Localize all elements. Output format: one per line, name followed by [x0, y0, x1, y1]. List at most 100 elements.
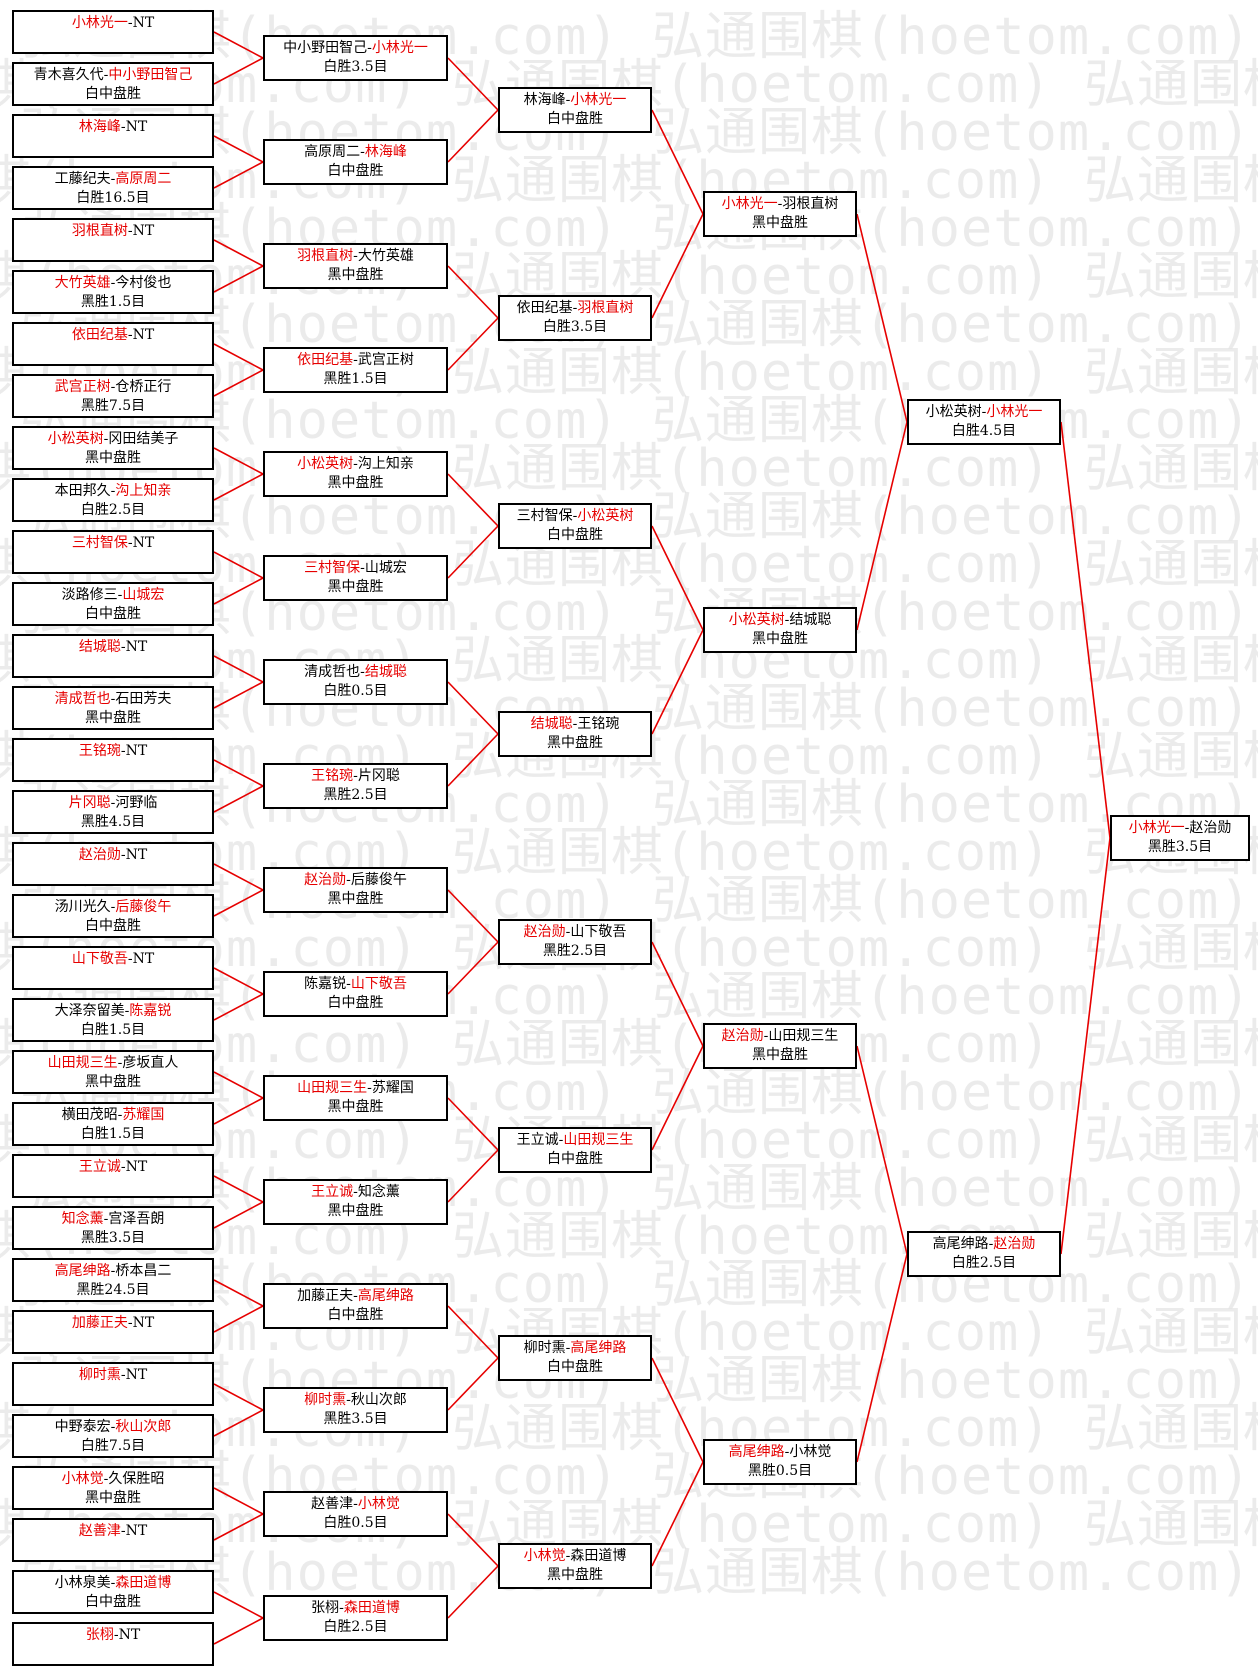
player-separator: - [127, 535, 133, 551]
match-result: 白中盘胜 [327, 995, 384, 1011]
match-players: 柳时熏-秋山次郎 [265, 1391, 446, 1410]
player-separator: - [777, 196, 783, 212]
bracket-connector [213, 1383, 264, 1411]
match-players: 陈嘉锐-山下敬吾 [265, 975, 446, 994]
player-white: 赵治勋 [993, 1236, 1036, 1252]
player-white: 陈嘉锐 [129, 1003, 172, 1019]
match-result: 白中盘胜 [327, 1307, 384, 1323]
bracket-connector [213, 1279, 264, 1307]
player-black: 加藤正夫 [297, 1288, 354, 1304]
match-result: 黑中盘胜 [327, 579, 384, 595]
match-result: 白胜1.5目 [80, 1022, 146, 1038]
player-separator: - [110, 171, 116, 187]
player-white: 高原周二 [115, 171, 172, 187]
bracket-connector [447, 1513, 499, 1567]
match-players: 赵治勋-山下敬吾 [500, 923, 650, 942]
match-result: 白胜16.5目 [76, 190, 150, 206]
match-players: 大泽奈留美-陈嘉锐 [14, 1002, 212, 1021]
match-players: 赵治勋-NT [14, 846, 212, 865]
bracket-connector [447, 681, 499, 735]
bracket-connector [651, 109, 704, 215]
match-players: 小松英树-结城聪 [705, 611, 855, 630]
match-box: 汤川光久-后藤俊午白中盘胜 [12, 894, 214, 938]
player-black: 本田邦久 [54, 483, 111, 499]
match-players: 武宫正树-仓桥正行 [14, 378, 212, 397]
match-result: 白中盘胜 [547, 1151, 603, 1167]
player-white: 森田道博 [343, 1600, 400, 1616]
match-result: 白中盘胜 [85, 606, 141, 622]
match-players: 高尾绅路-桥本昌二 [14, 1262, 212, 1281]
player-white: NT [132, 535, 155, 551]
player-white: 片冈聪 [357, 768, 400, 784]
match-box: 工藤纪夫-高原周二白胜16.5目 [12, 166, 214, 210]
bracket-connector [213, 993, 264, 1021]
bracket-connector [651, 213, 704, 319]
match-box: 加藤正夫-NT [12, 1310, 214, 1354]
match-box: 大泽奈留美-陈嘉锐白胜1.5目 [12, 998, 214, 1042]
match-box: 山下敬吾-NT [12, 946, 214, 990]
player-separator: - [360, 144, 365, 160]
match-players: 山田规三生-彦坂直人 [14, 1054, 212, 1073]
player-separator: - [346, 1392, 351, 1408]
match-box: 依田纪基-NT [12, 322, 214, 366]
player-black: 赵善津 [311, 1496, 354, 1512]
match-box: 张栩-森田道博白胜2.5目 [263, 1595, 448, 1641]
match-box: 中野泰宏-秋山次郎白胜7.5目 [12, 1414, 214, 1458]
match-box: 片冈聪-河野临黑胜4.5目 [12, 790, 214, 834]
match-result: 白胜4.5目 [951, 423, 1017, 439]
bracket-connector [447, 1357, 499, 1411]
player-black: 清成哲也 [54, 691, 111, 707]
player-separator: - [110, 379, 116, 395]
player-black: 高尾绅路 [728, 1444, 785, 1460]
player-black: 小林觉 [61, 1471, 104, 1487]
player-black: 王铭琬 [311, 768, 354, 784]
player-white: NT [132, 223, 155, 239]
match-result: 白胜1.5目 [80, 1126, 146, 1142]
match-box: 小林觉-久保胜昭黑中盘胜 [12, 1466, 214, 1510]
player-black: 小松英树 [728, 612, 785, 628]
player-black: 高尾绅路 [54, 1263, 111, 1279]
player-white: 仓桥正行 [115, 379, 172, 395]
player-white: NT [125, 743, 148, 759]
player-separator: - [784, 1444, 790, 1460]
player-separator: - [127, 15, 133, 31]
player-white: 森田道博 [115, 1575, 172, 1591]
bracket-connector [213, 343, 264, 371]
match-players: 三村智保-山城宏 [265, 559, 446, 578]
player-black: 柳时熏 [78, 1367, 121, 1383]
player-black: 中小野田智己 [283, 40, 368, 56]
player-white: NT [125, 1523, 148, 1539]
player-white: 今村俊也 [115, 275, 172, 291]
match-players: 结城聪-NT [14, 638, 212, 657]
match-box: 武宫正树-仓桥正行黑胜7.5目 [12, 374, 214, 418]
match-result: 白中盘胜 [547, 527, 603, 543]
player-black: 小林光一 [71, 15, 128, 31]
match-result: 黑中盘胜 [327, 1203, 384, 1219]
player-white: 小林觉 [357, 1496, 400, 1512]
match-players: 大竹英雄-今村俊也 [14, 274, 212, 293]
player-separator: - [565, 1548, 571, 1564]
player-black: 陈嘉锐 [304, 976, 347, 992]
player-separator: - [120, 1523, 126, 1539]
player-white: 沟上知亲 [357, 456, 414, 472]
match-players: 羽根直树-NT [14, 222, 212, 241]
match-box: 王立诚-山田规三生白中盘胜 [498, 1127, 652, 1173]
match-players: 三村智保-NT [14, 534, 212, 553]
bracket-connector [213, 369, 264, 397]
match-box: 王立诚-知念薰黑中盘胜 [263, 1179, 448, 1225]
player-white: 石田芳夫 [115, 691, 172, 707]
player-white: 羽根直树 [782, 196, 839, 212]
match-result: 黑胜1.5目 [80, 294, 146, 310]
match-box: 三村智保-小松英树白中盘胜 [498, 503, 652, 549]
bracket-connector [1060, 837, 1111, 1255]
match-players: 张栩-森田道博 [265, 1599, 446, 1618]
match-box: 赵治勋-山田规三生黑中盘胜 [703, 1023, 857, 1069]
player-white: 山城宏 [122, 587, 165, 603]
match-players: 小林光一-NT [14, 14, 212, 33]
match-players: 山下敬吾-NT [14, 950, 212, 969]
player-black: 赵善津 [78, 1523, 121, 1539]
match-players: 青木喜久代-中小野田智己 [14, 66, 212, 85]
player-black: 结城聪 [78, 639, 121, 655]
match-box: 淡路修三-山城宏白中盘胜 [12, 582, 214, 626]
match-box: 三村智保-山城宏黑中盘胜 [263, 555, 448, 601]
